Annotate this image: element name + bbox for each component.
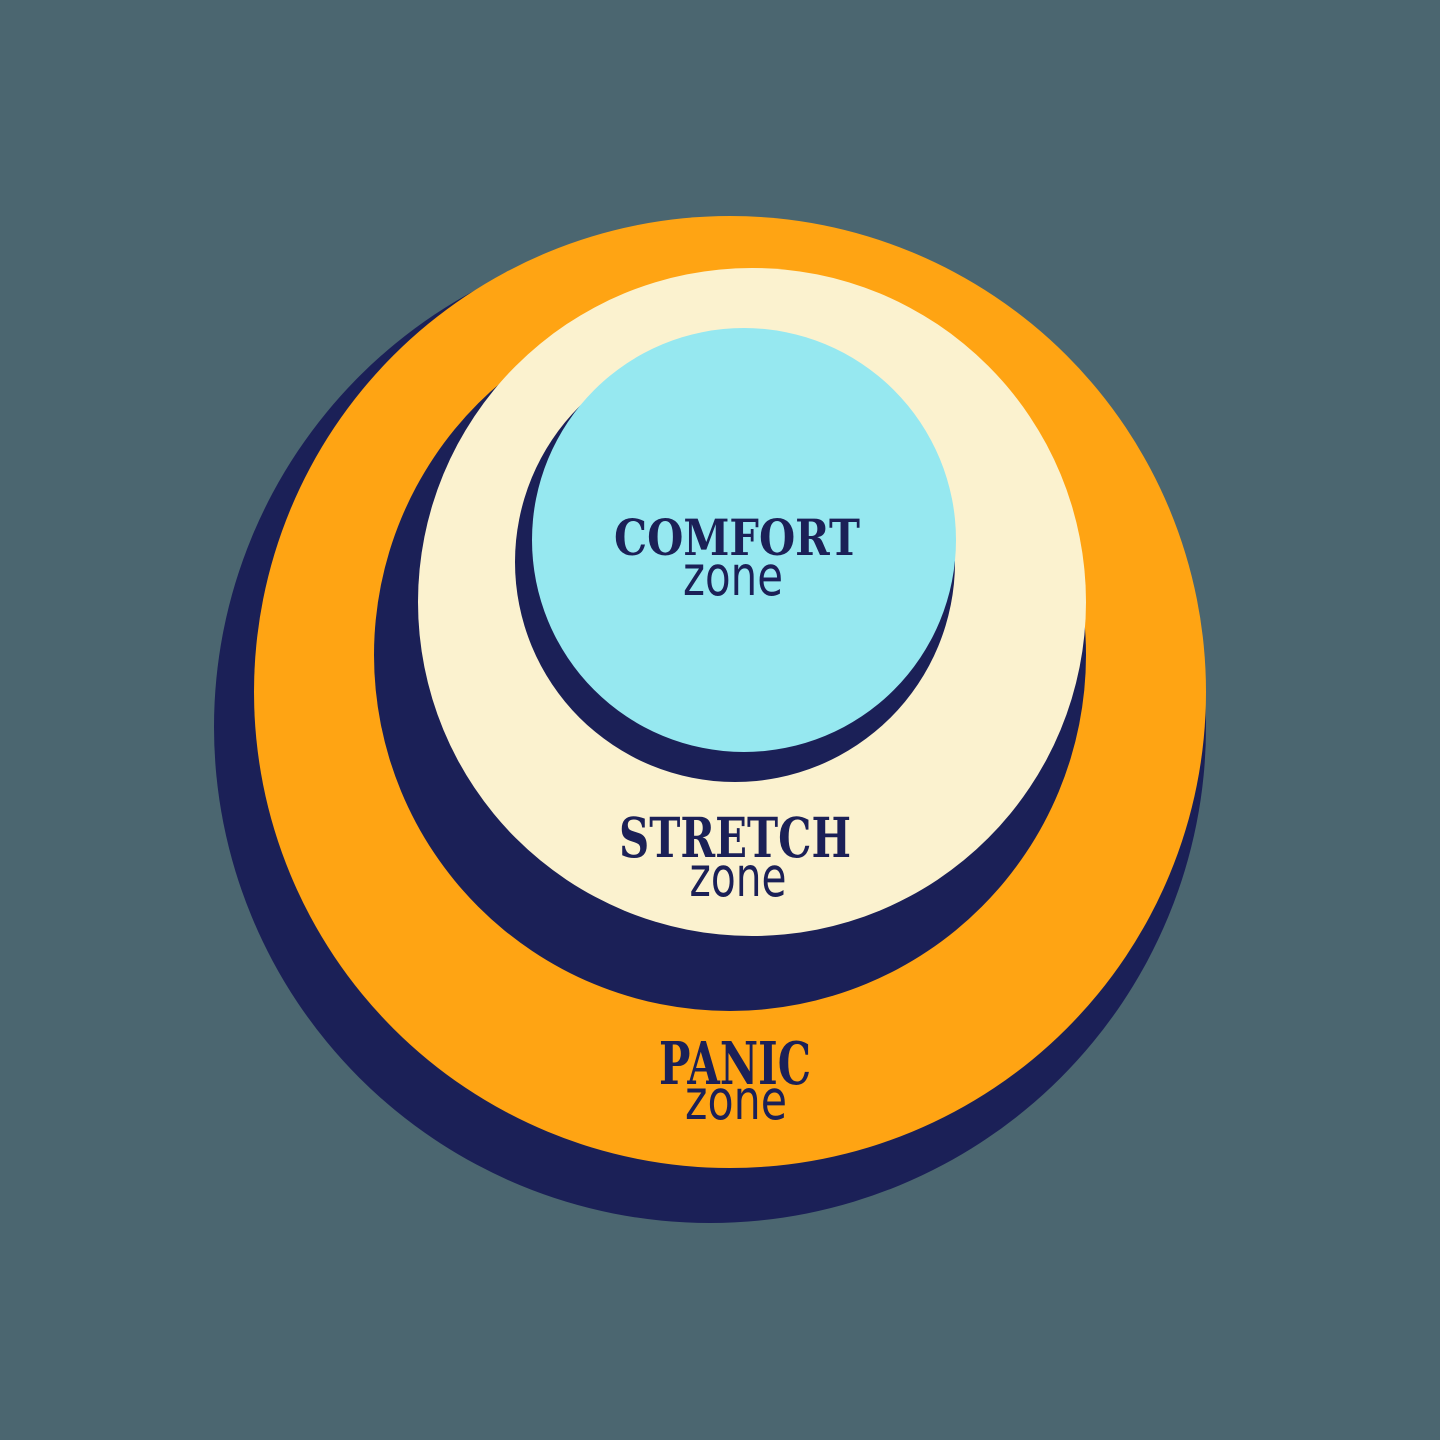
- comfort-zone-circle: [532, 328, 956, 752]
- stretch-zone-title: STRETCH: [619, 805, 851, 870]
- panic-zone-title: PANIC: [659, 1029, 811, 1098]
- stretch-zone-label: zone: [690, 845, 787, 909]
- panic-zone-label: zone: [685, 1068, 787, 1132]
- comfort-zone-title: COMFORT: [614, 508, 860, 567]
- comfort-zone-label: zone: [683, 544, 783, 608]
